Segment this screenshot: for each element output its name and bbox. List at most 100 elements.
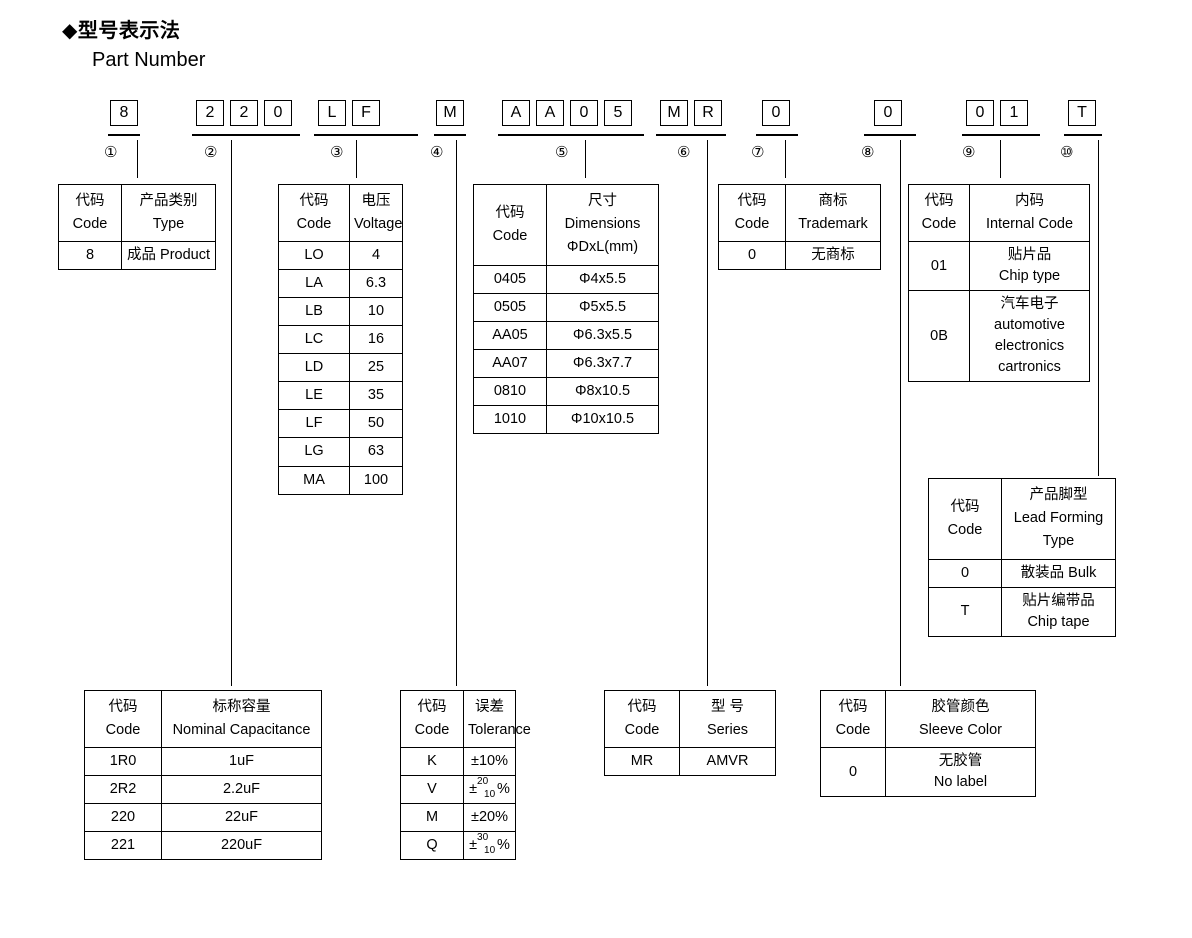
cell-value: Φ6.3x7.7 bbox=[546, 348, 659, 378]
table-row: T 贴片编带品 Chip tape bbox=[928, 586, 1116, 637]
table-row: M ±20% bbox=[400, 803, 516, 833]
pn-group-4: M bbox=[436, 100, 464, 126]
table-row: 代码 Code 型 号 Series bbox=[604, 689, 776, 749]
plus-minus-sign: ± bbox=[469, 781, 478, 798]
pn-index-3: ③ bbox=[330, 144, 344, 161]
percent-sign: % bbox=[497, 781, 510, 798]
header-sleeve-color: 胶管颜色 Sleeve Color bbox=[885, 689, 1036, 749]
diamond-bullet-icon: ◆ bbox=[62, 20, 78, 42]
cell-value: 1uF bbox=[161, 747, 322, 777]
cell-code: 220 bbox=[84, 803, 162, 833]
pn-group-9: 0 1 bbox=[966, 100, 1028, 126]
pn-index-10: ⑩ bbox=[1060, 144, 1074, 161]
pn-char: 0 bbox=[874, 100, 902, 126]
pn-group-10: T bbox=[1068, 100, 1096, 126]
table-sleeve-color: 代码 Code 胶管颜色 Sleeve Color 0 无胶管 No label bbox=[820, 689, 1036, 798]
cell-value: ±10% bbox=[463, 747, 516, 777]
header-lead-forming: 产品脚型 Lead Forming Type bbox=[1001, 478, 1116, 560]
header-internal-code: 内码 Internal Code bbox=[969, 183, 1090, 243]
header-code: 代码 Code bbox=[718, 183, 786, 243]
table-row: 代码 Code 胶管颜色 Sleeve Color bbox=[820, 689, 1036, 749]
cell-code: 0 bbox=[928, 558, 1002, 588]
cell-value: Φ4x5.5 bbox=[546, 264, 659, 294]
header-series: 型 号 Series bbox=[679, 689, 776, 749]
pn-char: 2 bbox=[230, 100, 258, 126]
table-row: 0 无商标 bbox=[718, 241, 881, 271]
header-capacitance: 标称容量 Nominal Capacitance bbox=[161, 689, 322, 749]
pn-index-1: ① bbox=[104, 144, 118, 161]
pn-leader-3 bbox=[356, 140, 357, 178]
cell-value: Φ10x10.5 bbox=[546, 404, 659, 434]
cell-value: AMVR bbox=[679, 747, 776, 777]
cell-code: AA05 bbox=[473, 320, 547, 350]
cell-code: MA bbox=[278, 465, 350, 495]
pn-group-bar-2 bbox=[192, 134, 300, 136]
table-row: 代码 Code 内码 Internal Code bbox=[908, 183, 1090, 243]
header-code: 代码 Code bbox=[820, 689, 886, 749]
pn-char: 1 bbox=[1000, 100, 1028, 126]
cell-code: 221 bbox=[84, 831, 162, 861]
cell-code: Q bbox=[400, 831, 464, 861]
cell-code: 2R2 bbox=[84, 775, 162, 805]
pn-group-bar-9 bbox=[962, 134, 1040, 136]
cell-code: M bbox=[400, 803, 464, 833]
pn-group-3: L F bbox=[318, 100, 380, 126]
cell-value: 63 bbox=[349, 437, 403, 467]
pn-group-5: A A 0 5 bbox=[502, 100, 632, 126]
header-code: 代码 Code bbox=[473, 184, 547, 266]
pn-leader-7 bbox=[785, 140, 786, 178]
cell-code: MR bbox=[604, 747, 680, 777]
pn-leader-8 bbox=[900, 140, 901, 686]
pn-leader-2 bbox=[231, 140, 232, 686]
cell-code: 1010 bbox=[473, 404, 547, 434]
cell-code: 0 bbox=[820, 747, 886, 798]
cell-value: 16 bbox=[349, 325, 403, 355]
cell-value: 100 bbox=[349, 465, 403, 495]
pn-leader-6 bbox=[707, 140, 708, 686]
pn-group-bar-1 bbox=[108, 134, 140, 136]
cell-code: LO bbox=[278, 241, 350, 271]
cell-code: 01 bbox=[908, 241, 970, 292]
pn-index-7: ⑦ bbox=[751, 144, 765, 161]
pn-char: 2 bbox=[196, 100, 224, 126]
cell-value: 无胶管 No label bbox=[885, 747, 1036, 798]
cell-value: 22uF bbox=[161, 803, 322, 833]
table-row: 0B 汽车电子 automotive electronics cartronic… bbox=[908, 290, 1090, 383]
header-code: 代码 Code bbox=[400, 689, 464, 749]
cell-value: 220uF bbox=[161, 831, 322, 861]
pn-group-1: 8 bbox=[110, 100, 138, 126]
cell-code: LD bbox=[278, 353, 350, 383]
cell-value: 贴片品 Chip type bbox=[969, 241, 1090, 292]
cell-code: 0B bbox=[908, 290, 970, 383]
cell-value: 散装品 Bulk bbox=[1001, 558, 1116, 588]
cell-value: 2.2uF bbox=[161, 775, 322, 805]
pn-group-8: 0 bbox=[874, 100, 902, 126]
cell-code: LC bbox=[278, 325, 350, 355]
table-row: 8 成品 Product bbox=[58, 241, 216, 271]
cell-code: 1R0 bbox=[84, 747, 162, 777]
table-row: 0 无胶管 No label bbox=[820, 747, 1036, 798]
pn-group-bar-10 bbox=[1064, 134, 1102, 136]
pn-char: R bbox=[694, 100, 722, 126]
page-title-cn-text: 型号表示法 bbox=[77, 20, 181, 42]
cell-code: T bbox=[928, 586, 1002, 637]
pn-index-5: ⑤ bbox=[555, 144, 569, 161]
cell-value: 6.3 bbox=[349, 269, 403, 299]
pn-leader-1 bbox=[137, 140, 138, 178]
cell-value: 无商标 bbox=[785, 241, 881, 271]
